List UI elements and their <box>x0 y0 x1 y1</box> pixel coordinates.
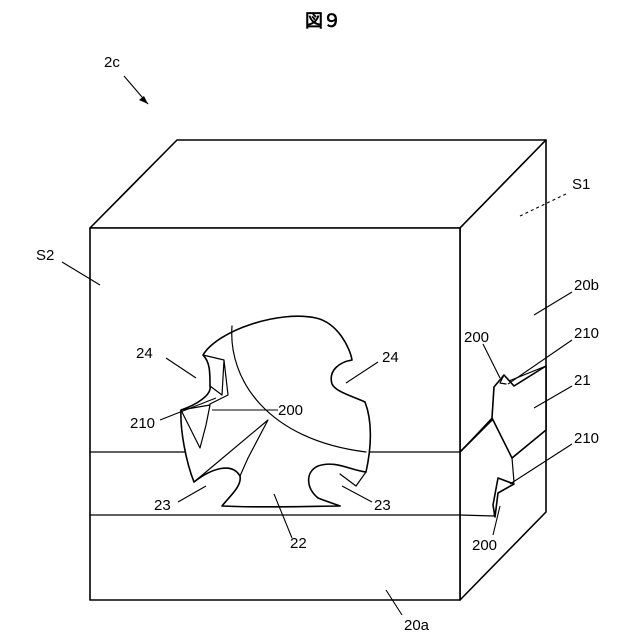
label-210a: 210 <box>574 325 599 342</box>
label-24b: 24 <box>382 349 399 366</box>
label-22: 22 <box>290 535 307 552</box>
label-assembly: 2c <box>104 54 120 71</box>
label-210c: 210 <box>130 415 155 432</box>
label-21: 21 <box>574 372 591 389</box>
label-20b: 20b <box>574 277 599 294</box>
label-200c: 200 <box>278 402 303 419</box>
label-23a: 23 <box>154 497 171 514</box>
label-200b: 200 <box>472 537 497 554</box>
label-20a: 20a <box>404 617 430 634</box>
label-23b: 23 <box>374 497 391 514</box>
label-24a: 24 <box>136 345 153 362</box>
label-210b: 210 <box>574 430 599 447</box>
figure-title: 図９ <box>305 11 341 32</box>
label-s2: S2 <box>36 247 54 264</box>
assembly-arrow <box>124 76 148 104</box>
label-200a: 200 <box>464 329 489 346</box>
label-s1: S1 <box>572 176 590 193</box>
